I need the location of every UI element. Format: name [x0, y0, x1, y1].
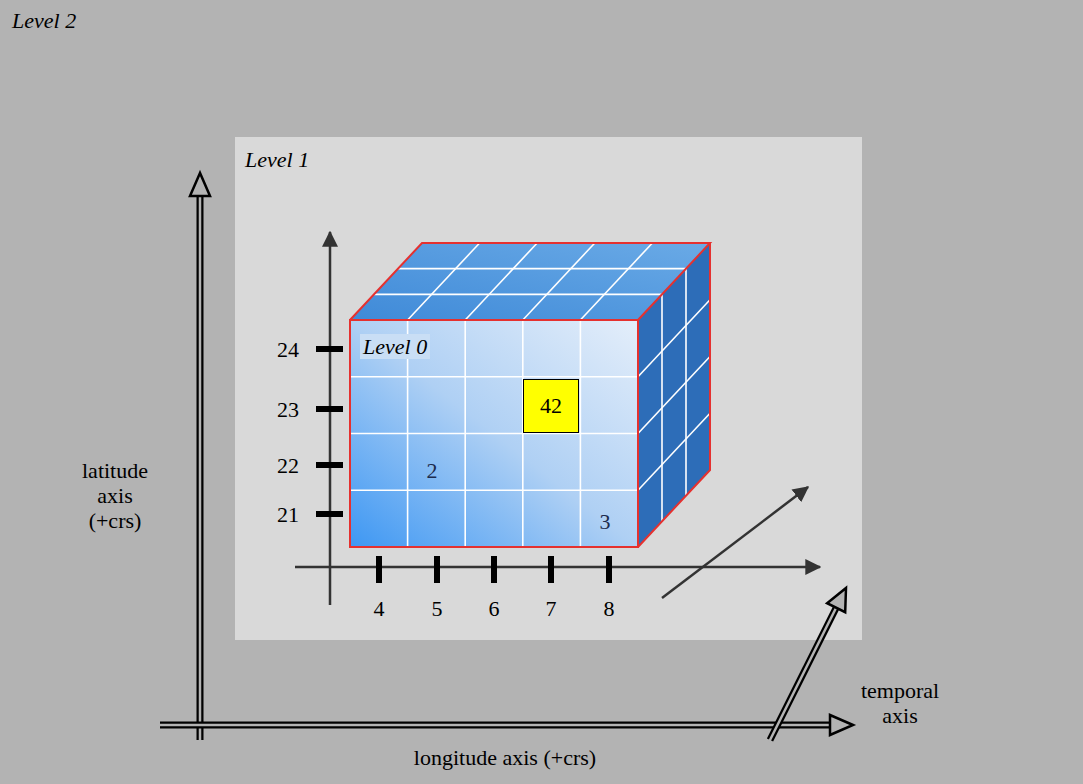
- grid-line: [398, 268, 686, 270]
- grid-line: [408, 243, 480, 320]
- cube-right-face: [638, 243, 710, 547]
- cube-front-level: 42 Level 0: [350, 320, 638, 547]
- longitude-axis-head: [830, 715, 853, 735]
- grid-line: [350, 376, 638, 378]
- latitude-axis-head: [190, 173, 210, 196]
- tick-mark: [376, 556, 382, 583]
- tick-mark: [548, 556, 554, 583]
- grid-line: [374, 294, 662, 296]
- tick-label: 5: [432, 596, 443, 621]
- temporal-axis-head: [827, 588, 846, 612]
- axis-ticks: [316, 346, 612, 583]
- tick-mark: [316, 511, 343, 517]
- tick-mark: [316, 462, 343, 468]
- cell-value: 3: [600, 509, 611, 534]
- tick-label: 22: [277, 453, 299, 478]
- tick-mark: [606, 556, 612, 583]
- cube-front-outline: [350, 320, 638, 547]
- grid-line: [580, 243, 652, 320]
- cube-grid: [350, 243, 710, 547]
- axis-label: longitude axis (+crs): [410, 745, 600, 770]
- level-panel: 42Level 0Level 1: [235, 137, 862, 640]
- grid-line: [523, 243, 595, 320]
- tick-mark: [316, 406, 343, 412]
- axis-label: temporal axis: [850, 678, 950, 728]
- cube-top-outline: [350, 243, 710, 320]
- cell-value: 2: [427, 458, 438, 483]
- cell-value: 42: [540, 393, 562, 418]
- latitude-axis-gap: [199, 193, 202, 742]
- outer-axes: [158, 173, 853, 742]
- grid-line: [685, 269, 687, 496]
- inner-latitude-axis: [329, 232, 332, 605]
- grid-line: [465, 243, 537, 320]
- tick-label: 4: [374, 596, 385, 621]
- level-label: Level 0: [360, 334, 430, 359]
- tick-label: 7: [546, 596, 557, 621]
- grid-line: [638, 357, 710, 434]
- inner-temporal-axis: [662, 487, 808, 598]
- tick-label: 6: [489, 596, 500, 621]
- tick-mark: [434, 556, 440, 583]
- grid-line: [350, 433, 638, 435]
- data-cube: [350, 243, 710, 547]
- tick-label: 21: [277, 502, 299, 527]
- highlighted-cell: 42: [523, 379, 579, 433]
- inner-longitude-axis: [295, 566, 820, 569]
- level-label: Level 1: [245, 147, 309, 172]
- cube-front-face: [350, 320, 638, 547]
- tick-mark: [491, 556, 497, 583]
- inner-axes: [295, 232, 820, 605]
- longitude-axis-gap: [158, 724, 832, 727]
- tick-mark: [316, 346, 343, 352]
- axis-label: latitude axis (+crs): [70, 458, 160, 533]
- temporal-axis-gap: [769, 606, 837, 742]
- grid-line: [350, 489, 638, 491]
- grid-line: [638, 300, 710, 377]
- grid-line: [638, 413, 710, 490]
- tick-label: 24: [277, 337, 299, 362]
- tick-label: 8: [604, 596, 615, 621]
- grid-line: [661, 294, 663, 521]
- level-label: Level 2: [12, 8, 76, 33]
- level1-ground: [235, 137, 862, 640]
- cube-right-outline: [638, 243, 710, 547]
- tick-label: 23: [277, 397, 299, 422]
